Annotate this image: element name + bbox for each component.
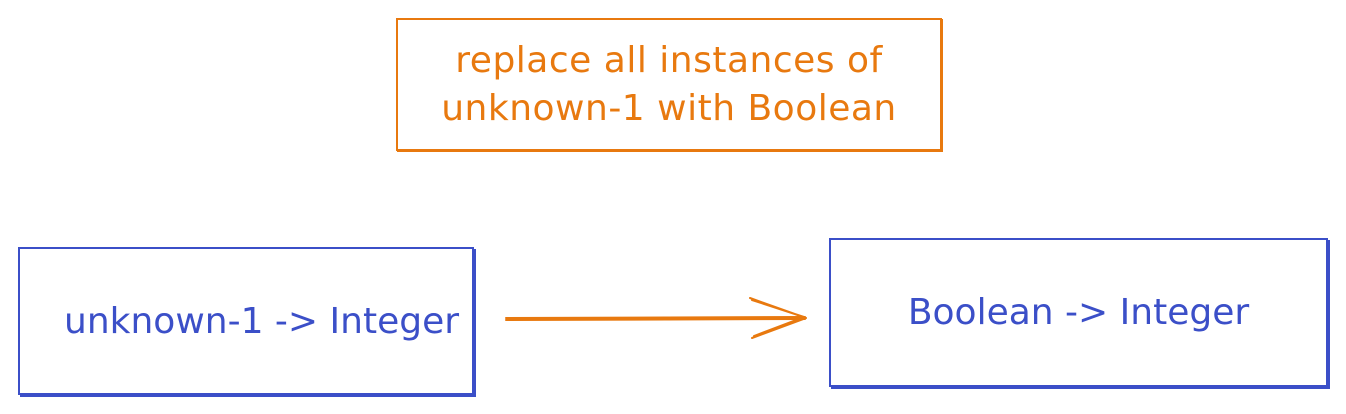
target-type-label: Boolean -> Integer	[907, 292, 1250, 333]
source-type-node: unknown-1 -> Integer	[18, 247, 474, 395]
arrow-shaft	[505, 316, 806, 321]
replace-note: replace all instances of unknown-1 with …	[396, 18, 942, 151]
arrow-head	[749, 297, 807, 339]
target-type-node: Boolean -> Integer	[829, 238, 1328, 387]
note-line-2: unknown-1 with Boolean	[441, 87, 897, 129]
note-line-1: replace all instances of	[455, 39, 883, 81]
source-type-label: unknown-1 -> Integer	[64, 300, 460, 342]
transform-arrow	[505, 297, 807, 339]
